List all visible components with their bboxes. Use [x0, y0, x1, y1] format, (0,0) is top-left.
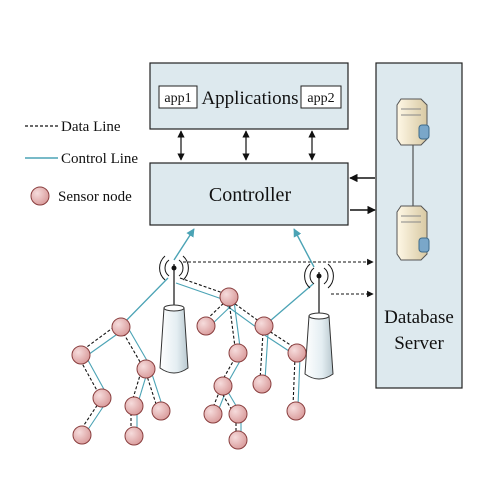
sensor-node-icon [124, 396, 144, 416]
applications-title: Applications [201, 88, 298, 109]
sensor-node-icon [196, 316, 216, 336]
controller-box: Controller [149, 162, 349, 226]
sensor-node-icon [92, 388, 112, 408]
sensor-node-icon [203, 404, 223, 424]
database-server-title-line1: Database [384, 307, 454, 328]
controller-title: Controller [209, 184, 292, 206]
sensor-node-icon [111, 317, 131, 337]
app2-label: app2 [307, 91, 334, 106]
legend: Data Line Control Line Sensor node [25, 119, 138, 206]
sensor-node-legend-icon [30, 186, 50, 206]
sensor-node-legend-label: Sensor node [58, 189, 132, 205]
sensor-node-icon [71, 345, 91, 365]
sensor-node-icon [72, 425, 92, 445]
data-line-legend-label: Data Line [61, 119, 121, 135]
sensor-node-icon [136, 359, 156, 379]
applications-box: app1 Applications app2 [149, 62, 349, 130]
sensor-tree-links [77, 277, 301, 436]
sensor-node-icon [286, 401, 306, 421]
tower-data-lines [183, 258, 374, 298]
sensor-node-icon [252, 374, 272, 394]
sensor-node-icon [219, 287, 239, 307]
sensor-node-icon [151, 401, 171, 421]
sensor-node-icon [254, 316, 274, 336]
sensor-node-icon [228, 343, 248, 363]
app2-box [300, 85, 342, 109]
sensor-node-icon [124, 426, 144, 446]
arrow-icon [293, 228, 315, 268]
controller-database-arrows [349, 173, 376, 215]
database-server-box: Database Server [375, 62, 463, 389]
control-line-legend-label: Control Line [61, 151, 138, 167]
sensor-node-icon [287, 343, 307, 363]
sensor-node-icon [228, 430, 248, 450]
antenna-tower-icon [304, 263, 334, 380]
database-server-title-line2: Server [394, 333, 444, 354]
app1-label: app1 [164, 91, 191, 106]
server-icon [396, 98, 430, 146]
app1-box [158, 85, 198, 109]
app-controller-arrows [177, 130, 316, 161]
control-lines [119, 228, 315, 328]
sensor-nodes [71, 287, 307, 450]
sensor-node-icon [213, 376, 233, 396]
antenna-tower-icon [159, 255, 189, 374]
sensor-node-icon [228, 404, 248, 424]
server-icon [396, 205, 430, 261]
arrow-icon [173, 228, 195, 261]
